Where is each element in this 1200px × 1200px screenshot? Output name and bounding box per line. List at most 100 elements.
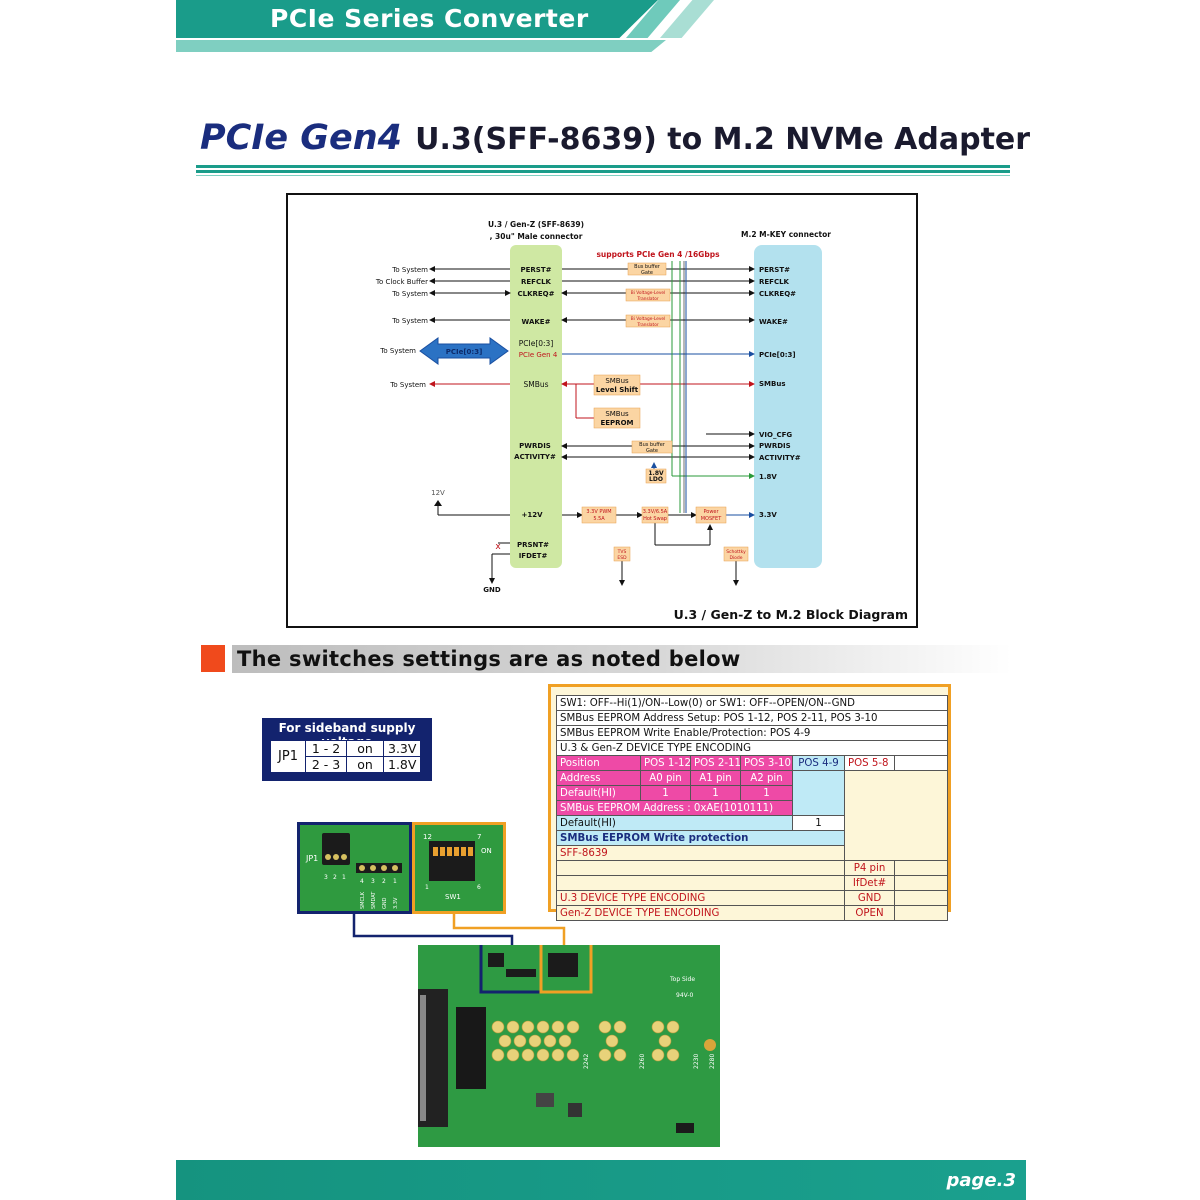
table-cell: 1 (690, 785, 741, 801)
table-cell (893, 890, 949, 906)
jp1-table-box: For sideband supply voltage JP1 1 - 2 on… (262, 718, 432, 781)
sw1-closeup-svg: 12 7 ON SW1 1 6 (415, 825, 503, 911)
m2-pin-3v3: 3.3V (759, 511, 777, 519)
u3-pin-smbus: SMBus (523, 380, 548, 389)
photo-label: 3.3V (393, 897, 399, 909)
board-label: 94V-0 (676, 992, 694, 999)
title-generation: PCIe Gen4 (200, 118, 403, 158)
label-to-system: To System (389, 381, 426, 389)
block-label: 3.3V PWM (586, 509, 611, 515)
supports-note: supports PCIe Gen 4 /16Gbps (596, 250, 720, 259)
bus-buffer-gate-block (631, 440, 673, 454)
table-cell: A0 pin (640, 770, 691, 786)
board-label: 2280 (709, 1054, 716, 1069)
smbus-eeprom-block (593, 407, 641, 429)
jp1-table: JP1 1 - 2 on 3.3V 2 - 3 on 1.8V (270, 740, 422, 773)
bi-voltage-translator-block (625, 288, 671, 302)
u3-pin-pcie: PCIe[0:3] (519, 339, 554, 348)
block-label: 3.3V/6.5A (643, 509, 668, 515)
hotswap-block (641, 506, 669, 524)
table-cell: Default(HI) (556, 815, 793, 831)
table-cell: Position (556, 755, 641, 771)
pwm-block (581, 506, 617, 524)
adapter-board-svg: Top Side 94V-0 2230 2242 2260 2280 (412, 940, 720, 1147)
board-label: 2242 (583, 1054, 590, 1069)
jp1-voltage: 1.8V (382, 756, 422, 773)
block-label: MOSFET (701, 516, 722, 522)
photo-label: 1 (425, 884, 429, 891)
label-to-system: To System (379, 347, 416, 355)
table-cell: POS 5-8 (844, 755, 895, 771)
settings-row: SMBus EEPROM Address Setup: POS 1-12, PO… (555, 710, 949, 726)
jp1-pins: 2 - 3 (305, 756, 347, 773)
label-12v: 12V (431, 489, 445, 497)
photo-label: JP1 (305, 854, 318, 863)
photo-label: 7 (477, 833, 481, 841)
photo-label: 12 (423, 833, 432, 841)
bi-voltage-translator-block (625, 314, 671, 328)
pcie-bus-label: PCIe[0:3] (446, 348, 483, 356)
u3-pin-pwrdis: PWRDIS (519, 442, 551, 450)
block-label: Schottky (726, 549, 746, 555)
label-to-system: To System (391, 266, 428, 274)
photo-label: ON (481, 847, 492, 855)
m2-pin-smbus: SMBus (759, 380, 786, 388)
table-cell: Default(HI) (556, 785, 641, 801)
m2-pin-vio: VIO_CFG (759, 431, 792, 439)
block-label: TVS (617, 549, 627, 555)
table-cell: Gen-Z DEVICE TYPE ENCODING (556, 905, 845, 921)
switch-settings-box: SW1: OFF--Hi(1)/ON--Low(0) or SW1: OFF--… (548, 684, 951, 921)
block-label: LDO (649, 476, 663, 483)
u3-pin-prsnt: PRSNT# (517, 541, 549, 549)
no-connect-mark: x (495, 542, 501, 552)
bus-buffer-gate-block (627, 262, 667, 276)
page-title: PCIe Gen4 U.3(SFF-8639) to M.2 NVMe Adap… (200, 118, 1030, 158)
table-cell: POS 1-12 (640, 755, 691, 771)
block-label: Diode (729, 555, 742, 561)
u3-title: U.3 / Gen-Z (SFF-8639) (488, 220, 584, 229)
m2-slot (456, 1007, 486, 1089)
table-cell: SMBus EEPROM Address : 0xAE(1010111) (556, 800, 793, 816)
block-label: Translator (636, 296, 658, 302)
title-rule (196, 175, 1010, 176)
diagram-caption: U.3 / Gen-Z to M.2 Block Diagram (674, 607, 908, 622)
jp1-closeup-photo: JP1 3 2 1 4 3 2 1 SMCLK SMDAT GND 3.3V (297, 822, 412, 914)
u3-pin-ifdet: IFDET# (519, 552, 548, 560)
u3-subtitle: , 30u" Male connector (490, 232, 583, 241)
block-label: Bus buffer (639, 442, 666, 448)
label-to-clock-buffer: To Clock Buffer (375, 278, 428, 286)
settings-row: SW1: OFF--Hi(1)/ON--Low(0) or SW1: OFF--… (555, 695, 949, 711)
table-cell: OPEN (844, 905, 895, 921)
photo-label: 2 (382, 878, 386, 885)
m2-pin-activity: ACTIVITY# (759, 454, 801, 462)
sw1-closeup-photo: 12 7 ON SW1 1 6 (412, 822, 506, 914)
photo-label: 3 (324, 874, 328, 881)
table-cell (893, 755, 949, 771)
block-label: Hot Swap (643, 516, 667, 522)
table-cell: A1 pin (690, 770, 741, 786)
m2-title: M.2 M-KEY connector (741, 230, 831, 239)
tvs-block (613, 546, 631, 562)
table-cell: P4 pin (844, 860, 895, 876)
table-cell: 1 (792, 815, 845, 831)
label-to-system: To System (391, 290, 428, 298)
block-diagram: U.3 / Gen-Z (SFF-8639) , 30u" Male conne… (286, 193, 918, 628)
photo-label: 3 (371, 878, 375, 885)
board-label: Top Side (669, 976, 695, 983)
page-number: page.3 (946, 1170, 1017, 1191)
table-cell (556, 875, 845, 891)
photo-label: 6 (477, 884, 481, 891)
m2-pin-pcie: PCIe[0:3] (759, 351, 796, 359)
table-cell: A2 pin (740, 770, 793, 786)
m2-pin-perst: PERST# (759, 266, 790, 274)
table-cell (893, 860, 949, 876)
block-label: ESD (617, 555, 627, 561)
table-cell: U.3 DEVICE TYPE ENCODING (556, 890, 845, 906)
callout-lines (352, 914, 566, 950)
block-diagram-svg: U.3 / Gen-Z (SFF-8639) , 30u" Male conne… (375, 220, 908, 622)
12v-arrow (434, 500, 442, 506)
block-label: 5.5A (593, 516, 605, 522)
m2-pin-wake: WAKE# (759, 318, 788, 326)
m2-pin-pwrdis: PWRDIS (759, 442, 791, 450)
table-cell (843, 770, 949, 861)
